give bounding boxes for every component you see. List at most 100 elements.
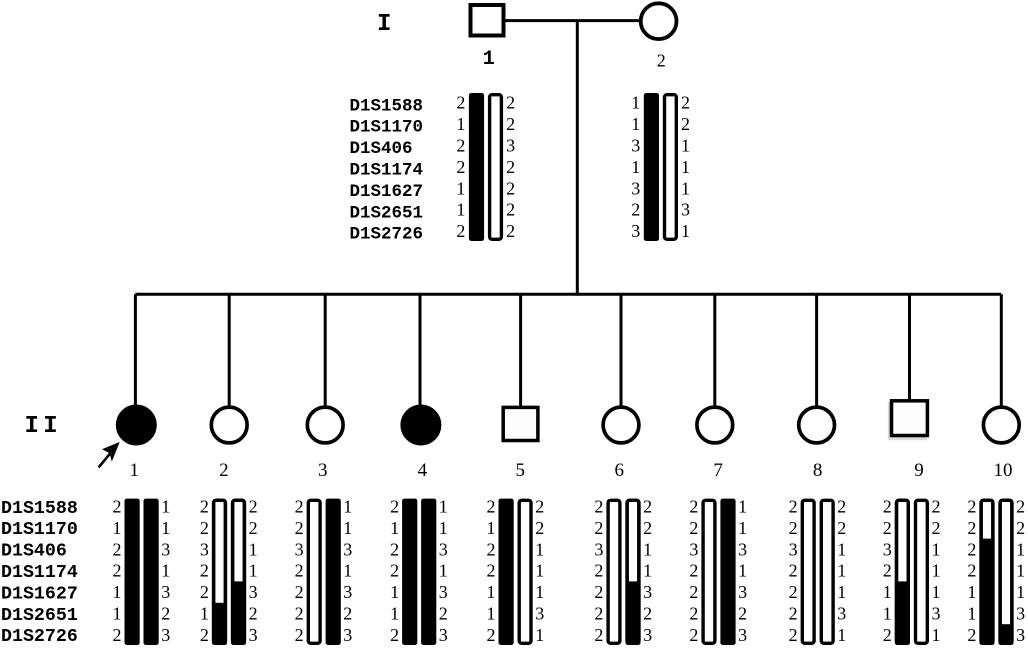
svg-text:3: 3	[535, 604, 544, 624]
svg-text:3: 3	[439, 625, 448, 645]
svg-text:1: 1	[932, 582, 941, 602]
svg-text:2: 2	[249, 604, 258, 624]
svg-text:1: 1	[643, 561, 652, 581]
svg-text:1: 1	[837, 539, 846, 559]
svg-text:2: 2	[487, 497, 496, 517]
svg-text:2: 2	[689, 518, 698, 538]
svg-text:2: 2	[631, 200, 640, 220]
svg-text:D1S1627: D1S1627	[1, 584, 78, 604]
svg-text:D1S406: D1S406	[1, 542, 67, 562]
svg-text:2: 2	[456, 136, 465, 156]
svg-text:2: 2	[249, 497, 258, 517]
svg-text:2: 2	[1016, 497, 1025, 517]
svg-text:3: 3	[249, 625, 258, 645]
svg-text:2: 2	[932, 497, 941, 517]
svg-text:2: 2	[681, 93, 690, 113]
svg-text:1: 1	[487, 582, 496, 602]
svg-text:D1S406: D1S406	[350, 139, 413, 159]
svg-text:2: 2	[456, 221, 465, 241]
svg-text:D1S1170: D1S1170	[1, 520, 78, 540]
svg-text:2: 2	[594, 561, 603, 581]
svg-text:2: 2	[689, 497, 698, 517]
svg-text:2: 2	[594, 625, 603, 645]
svg-text:1: 1	[932, 561, 941, 581]
svg-text:2: 2	[789, 561, 798, 581]
svg-text:2: 2	[689, 625, 698, 645]
svg-text:2: 2	[249, 518, 258, 538]
svg-text:3: 3	[161, 625, 170, 645]
svg-text:5: 5	[516, 460, 526, 481]
svg-text:1: 1	[837, 561, 846, 581]
svg-text:3: 3	[932, 604, 941, 624]
svg-text:2: 2	[439, 604, 448, 624]
svg-text:2: 2	[200, 582, 209, 602]
svg-text:3: 3	[689, 539, 698, 559]
svg-text:3: 3	[738, 582, 747, 602]
svg-text:3: 3	[161, 539, 170, 559]
svg-text:2: 2	[689, 582, 698, 602]
svg-text:3: 3	[681, 200, 690, 220]
svg-text:1: 1	[967, 582, 976, 602]
svg-text:D1S2726: D1S2726	[350, 225, 424, 245]
svg-text:3: 3	[343, 582, 352, 602]
svg-text:2: 2	[113, 539, 122, 559]
svg-text:2: 2	[789, 497, 798, 517]
svg-text:I: I	[377, 11, 391, 38]
svg-text:3: 3	[161, 582, 170, 602]
svg-text:3: 3	[643, 625, 652, 645]
svg-text:4: 4	[418, 460, 428, 481]
svg-text:3: 3	[643, 582, 652, 602]
svg-text:1: 1	[1016, 561, 1025, 581]
svg-text:3: 3	[200, 539, 209, 559]
svg-text:3: 3	[439, 539, 448, 559]
svg-text:D1S1627: D1S1627	[350, 182, 424, 202]
svg-text:1: 1	[249, 561, 258, 581]
svg-text:2: 2	[295, 497, 304, 517]
svg-text:1: 1	[439, 518, 448, 538]
svg-text:2: 2	[343, 604, 352, 624]
svg-text:1: 1	[631, 93, 640, 113]
svg-text:1: 1	[390, 518, 399, 538]
svg-text:2: 2	[295, 518, 304, 538]
svg-text:2: 2	[113, 625, 122, 645]
svg-text:1: 1	[130, 460, 140, 481]
svg-text:2: 2	[506, 157, 515, 177]
svg-text:3: 3	[1016, 625, 1025, 645]
svg-text:3: 3	[837, 604, 846, 624]
svg-text:2: 2	[295, 604, 304, 624]
svg-text:2: 2	[594, 497, 603, 517]
svg-text:2: 2	[535, 497, 544, 517]
svg-text:2: 2	[161, 604, 170, 624]
svg-text:1: 1	[113, 518, 122, 538]
svg-text:1: 1	[681, 178, 690, 198]
svg-text:2: 2	[967, 539, 976, 559]
svg-text:2: 2	[219, 460, 229, 481]
svg-text:2: 2	[789, 582, 798, 602]
svg-text:1: 1	[681, 221, 690, 241]
svg-text:1: 1	[932, 539, 941, 559]
svg-text:2: 2	[643, 497, 652, 517]
svg-text:1: 1	[439, 561, 448, 581]
svg-text:D1S1170: D1S1170	[350, 118, 424, 138]
svg-text:2: 2	[883, 518, 892, 538]
svg-text:1: 1	[932, 625, 941, 645]
svg-text:3: 3	[295, 539, 304, 559]
svg-text:1: 1	[681, 136, 690, 156]
svg-text:2: 2	[643, 518, 652, 538]
svg-text:1: 1	[200, 604, 209, 624]
svg-text:3: 3	[738, 539, 747, 559]
svg-text:1: 1	[1016, 539, 1025, 559]
svg-text:2: 2	[506, 221, 515, 241]
svg-text:3: 3	[631, 221, 640, 241]
svg-text:2: 2	[390, 561, 399, 581]
svg-text:10: 10	[994, 460, 1013, 481]
svg-text:2: 2	[506, 93, 515, 113]
svg-text:1: 1	[456, 178, 465, 198]
svg-text:8: 8	[813, 460, 823, 481]
svg-text:2: 2	[487, 539, 496, 559]
svg-text:3: 3	[883, 539, 892, 559]
svg-text:2: 2	[113, 497, 122, 517]
svg-text:3: 3	[631, 136, 640, 156]
svg-text:2: 2	[689, 604, 698, 624]
svg-text:D1S1174: D1S1174	[1, 563, 78, 583]
